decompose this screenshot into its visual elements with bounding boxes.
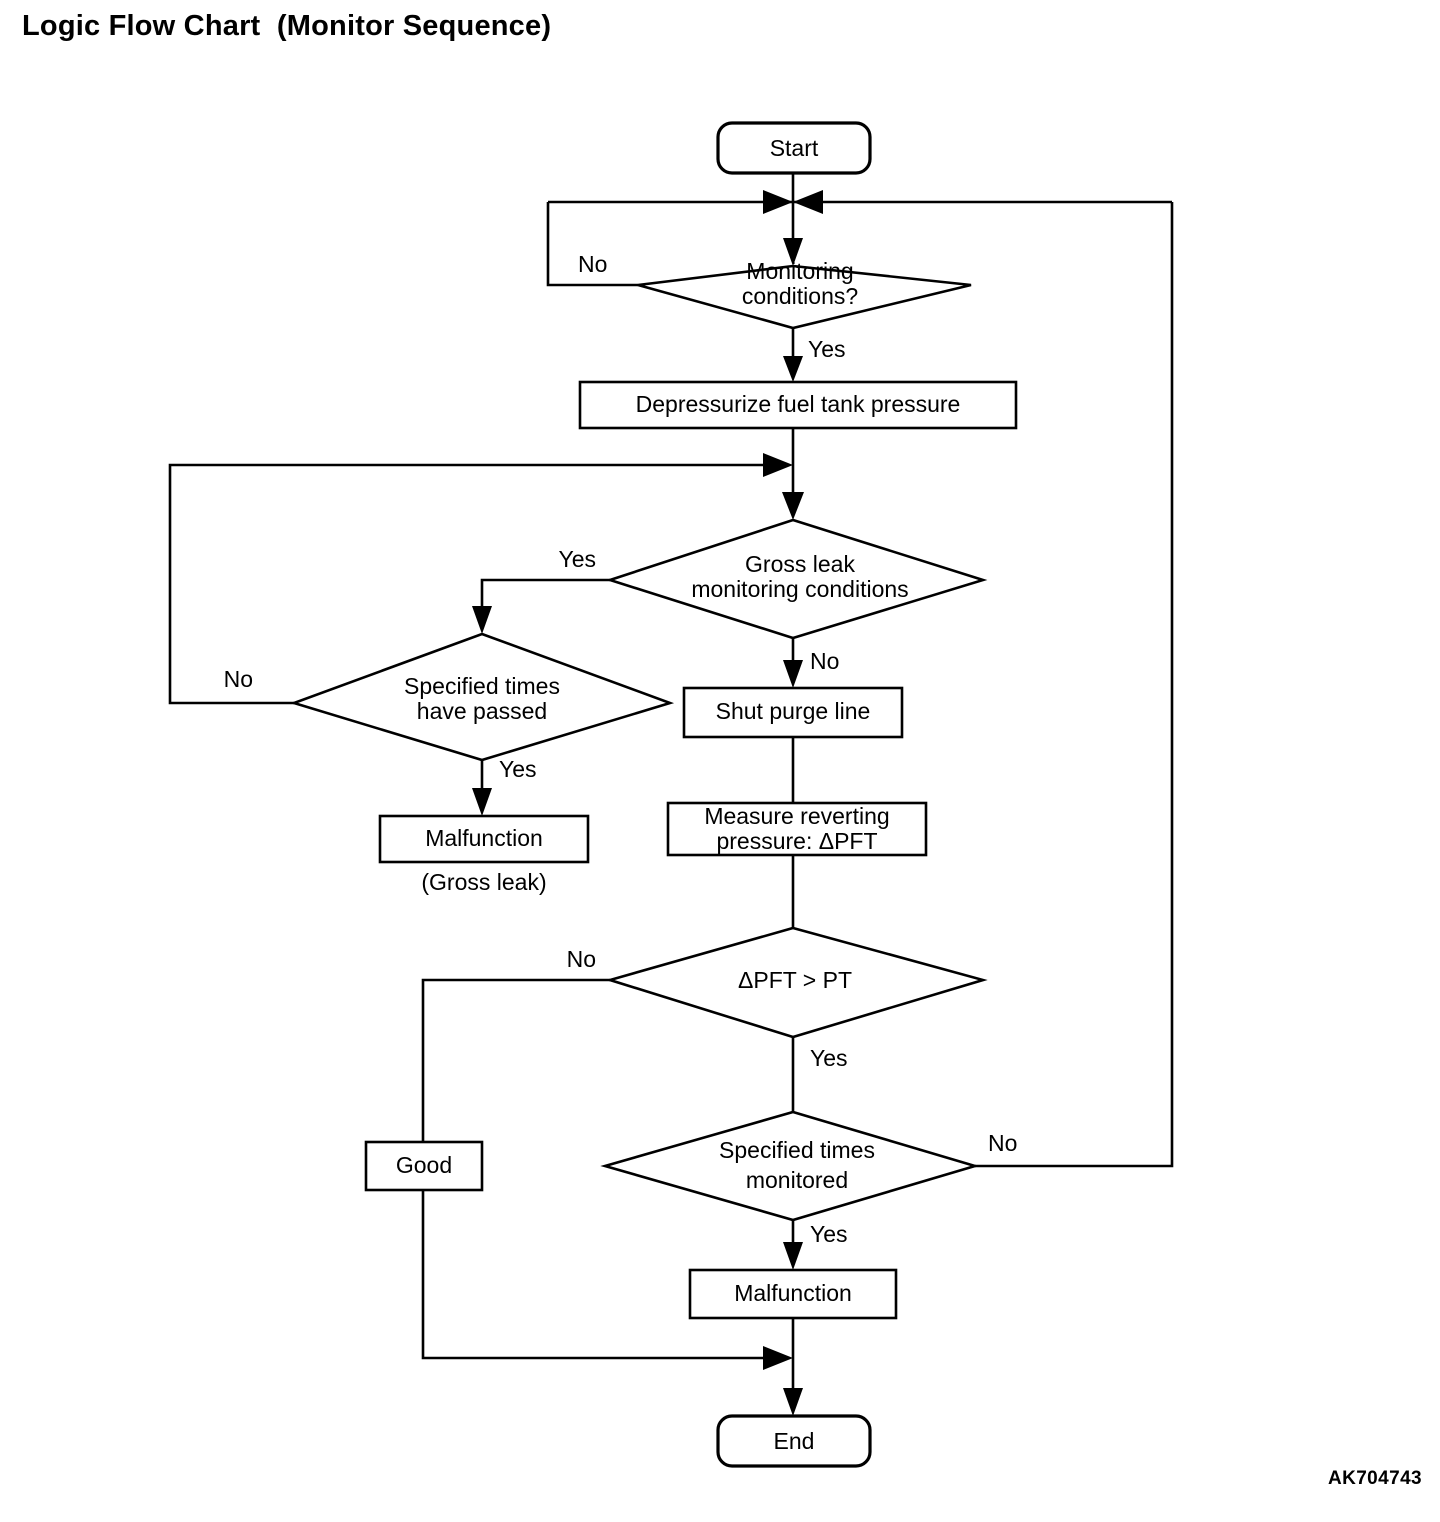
- edge-comparison-no: No: [421, 946, 610, 1142]
- node-end[interactable]: End: [716, 1414, 872, 1468]
- edge-label-comparison-yes: Yes: [810, 1045, 848, 1071]
- edge-times-monitored-yes: Yes: [783, 1220, 848, 1270]
- node-measure-reverting-pressure-label-line1: Measure reverting: [704, 803, 889, 829]
- edge-label-monitoring-no: No: [578, 251, 607, 277]
- node-monitoring-conditions-label-line2: conditions?: [742, 283, 858, 309]
- node-malfunction[interactable]: Malfunction: [688, 1268, 898, 1320]
- node-good[interactable]: Good: [364, 1140, 484, 1192]
- node-monitoring-conditions-label-line1: Monitoring: [746, 258, 853, 284]
- edge-times-passed-no-loop: No: [168, 453, 793, 705]
- node-specified-times-monitored[interactable]: Specified times monitored: [600, 1110, 980, 1222]
- edge-label-times-passed-yes: Yes: [499, 756, 537, 782]
- node-measure-reverting-pressure[interactable]: Measure reverting pressure: ΔPFT: [666, 801, 928, 857]
- node-measure-reverting-pressure-label-line2: pressure: ΔPFT: [716, 828, 877, 854]
- edge-label-comparison-no: No: [567, 946, 596, 972]
- edge-monitoring-no-loop: No: [546, 202, 638, 287]
- node-shut-purge-line[interactable]: Shut purge line: [682, 686, 904, 739]
- node-shut-purge-line-label: Shut purge line: [716, 698, 871, 724]
- edge-monitoring-yes: Yes: [783, 328, 846, 382]
- node-malfunction-gross-leak-label: Malfunction: [425, 825, 543, 851]
- node-depressurize-label: Depressurize fuel tank pressure: [636, 391, 961, 417]
- node-specified-times-monitored-label-line2: monitored: [746, 1167, 848, 1193]
- edge-comparison-yes: Yes: [791, 1037, 848, 1112]
- edge-grossleak-yes: Yes: [472, 546, 610, 634]
- page-title: Logic Flow Chart (Monitor Sequence): [22, 10, 552, 42]
- node-specified-times-monitored-label-line1: Specified times: [719, 1137, 875, 1163]
- edge-label-grossleak-no: No: [810, 648, 839, 674]
- node-malfunction-label: Malfunction: [734, 1280, 852, 1306]
- node-malfunction-gross-leak[interactable]: Malfunction (Gross leak): [378, 814, 590, 895]
- node-gross-leak-conditions[interactable]: Gross leak monitoring conditions: [605, 518, 988, 640]
- edge-grossleak-no: No: [783, 638, 839, 688]
- node-start[interactable]: Start: [716, 121, 872, 175]
- node-gross-leak-conditions-label-line1: Gross leak: [745, 551, 855, 577]
- node-specified-times-passed[interactable]: Specified times have passed: [289, 632, 675, 762]
- node-malfunction-gross-leak-caption: (Gross leak): [421, 869, 546, 895]
- edge-label-grossleak-yes: Yes: [558, 546, 596, 572]
- figure-code-label: AK704743: [1327, 1468, 1422, 1489]
- node-gross-leak-conditions-label-line2: monitoring conditions: [691, 576, 908, 602]
- edge-label-times-monitored-no: No: [988, 1130, 1017, 1156]
- edge-label-monitoring-yes: Yes: [808, 336, 846, 362]
- node-good-label: Good: [396, 1152, 452, 1178]
- node-monitoring-conditions[interactable]: Monitoring conditions?: [637, 258, 972, 330]
- edge-top-junction-bar: [548, 190, 1172, 214]
- node-specified-times-passed-label-line2: have passed: [417, 698, 547, 724]
- edge-depressurize-to-grossleak: [782, 428, 804, 520]
- edge-label-times-passed-no: No: [224, 666, 253, 692]
- node-start-label: Start: [770, 135, 819, 161]
- node-pft-greater-than-pt-label: ΔPFT > PT: [738, 967, 852, 993]
- edge-start-to-monitoring: [783, 173, 803, 266]
- edge-times-monitored-no-loop: No: [975, 202, 1174, 1168]
- node-specified-times-passed-label-line1: Specified times: [404, 673, 560, 699]
- edge-malfunction-to-end: [783, 1318, 803, 1416]
- node-pft-greater-than-pt[interactable]: ΔPFT > PT: [605, 926, 988, 1039]
- edge-label-times-monitored-yes: Yes: [810, 1221, 848, 1247]
- edge-times-passed-yes: Yes: [472, 756, 537, 816]
- node-depressurize[interactable]: Depressurize fuel tank pressure: [578, 380, 1018, 430]
- node-end-label: End: [774, 1428, 815, 1454]
- edge-good-to-end: [421, 1190, 793, 1370]
